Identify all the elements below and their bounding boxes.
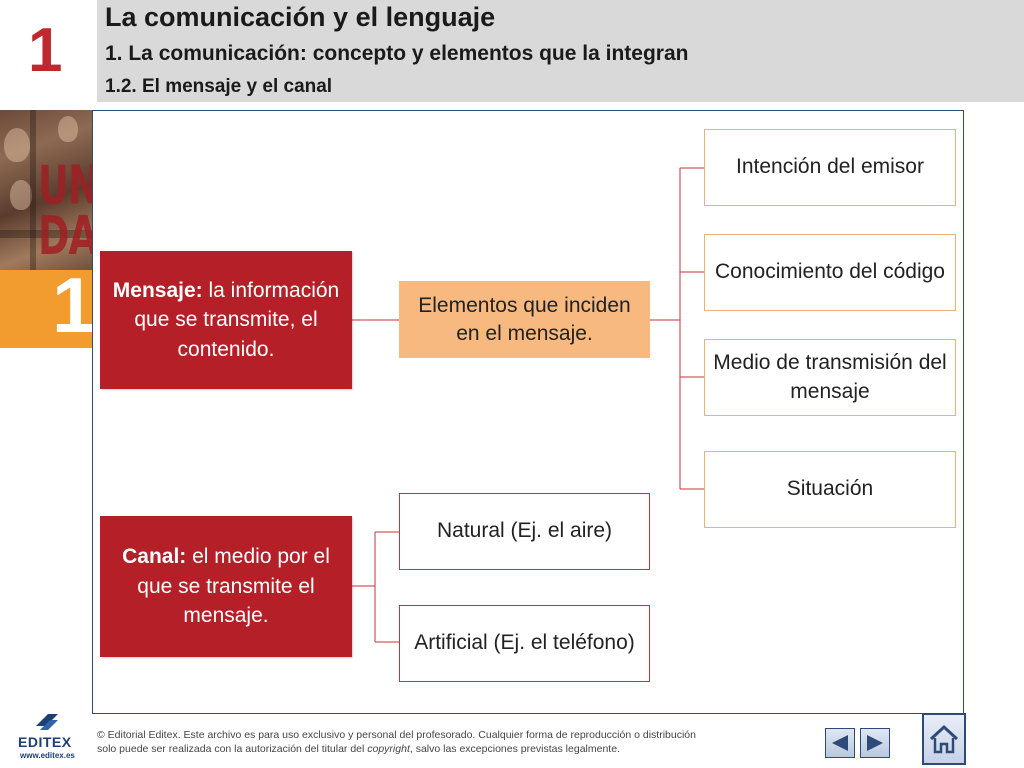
page-subtitle: 1. La comunicación: concepto y elementos…: [105, 42, 689, 65]
mensaje-term: Mensaje:: [112, 278, 203, 302]
unit-word: UNI DAD: [38, 154, 97, 267]
factor-intencion-box: Intención del emisor: [704, 129, 956, 206]
factor-medio-box: Medio de transmisión del mensaje: [704, 339, 956, 416]
triangle-left-icon: [832, 735, 848, 751]
unit-orange-block: [0, 270, 97, 348]
next-slide-button[interactable]: [860, 728, 890, 758]
factor-codigo-box: Conocimiento del código: [704, 234, 956, 311]
unit-badge: 1: [0, 0, 97, 104]
home-button[interactable]: [922, 713, 966, 765]
canal-box: Canal: el medio por el que se transmite …: [100, 516, 352, 657]
canal-natural-box: Natural (Ej. el aire): [399, 493, 650, 570]
section-title: 1.2. El mensaje y el canal: [105, 76, 333, 97]
mensaje-definition: la información que se transmite, el cont…: [134, 278, 340, 361]
factor-situacion-box: Situación: [704, 451, 956, 528]
unit-cover-image: UNI DAD: [0, 110, 97, 270]
home-icon: [929, 724, 959, 754]
triangle-right-icon: [867, 735, 883, 751]
canal-term: Canal:: [122, 545, 187, 569]
canal-definition: el medio por el que se transmite el mens…: [137, 545, 330, 628]
elementos-box: Elementos que inciden en el mensaje.: [399, 281, 650, 358]
editex-logo-text: EDITEX: [18, 734, 72, 750]
header-bar: La comunicación y el lenguaje 1. La comu…: [97, 0, 1024, 102]
previous-slide-button[interactable]: [825, 728, 855, 758]
unit-number: 1: [28, 16, 63, 85]
page-title: La comunicación y el lenguaje: [105, 2, 496, 32]
mensaje-box: Mensaje: la información que se transmite…: [100, 251, 352, 389]
canal-artificial-box: Artificial (Ej. el teléfono): [399, 605, 650, 682]
editex-logo[interactable]: EDITEX www.editex.es: [18, 712, 78, 762]
unit-orange-number: 1: [52, 261, 96, 349]
editex-logo-url: www.editex.es: [20, 751, 75, 760]
copyright-notice: © Editorial Editex. Este archivo es para…: [97, 729, 696, 756]
editex-logo-icon: [36, 714, 58, 730]
